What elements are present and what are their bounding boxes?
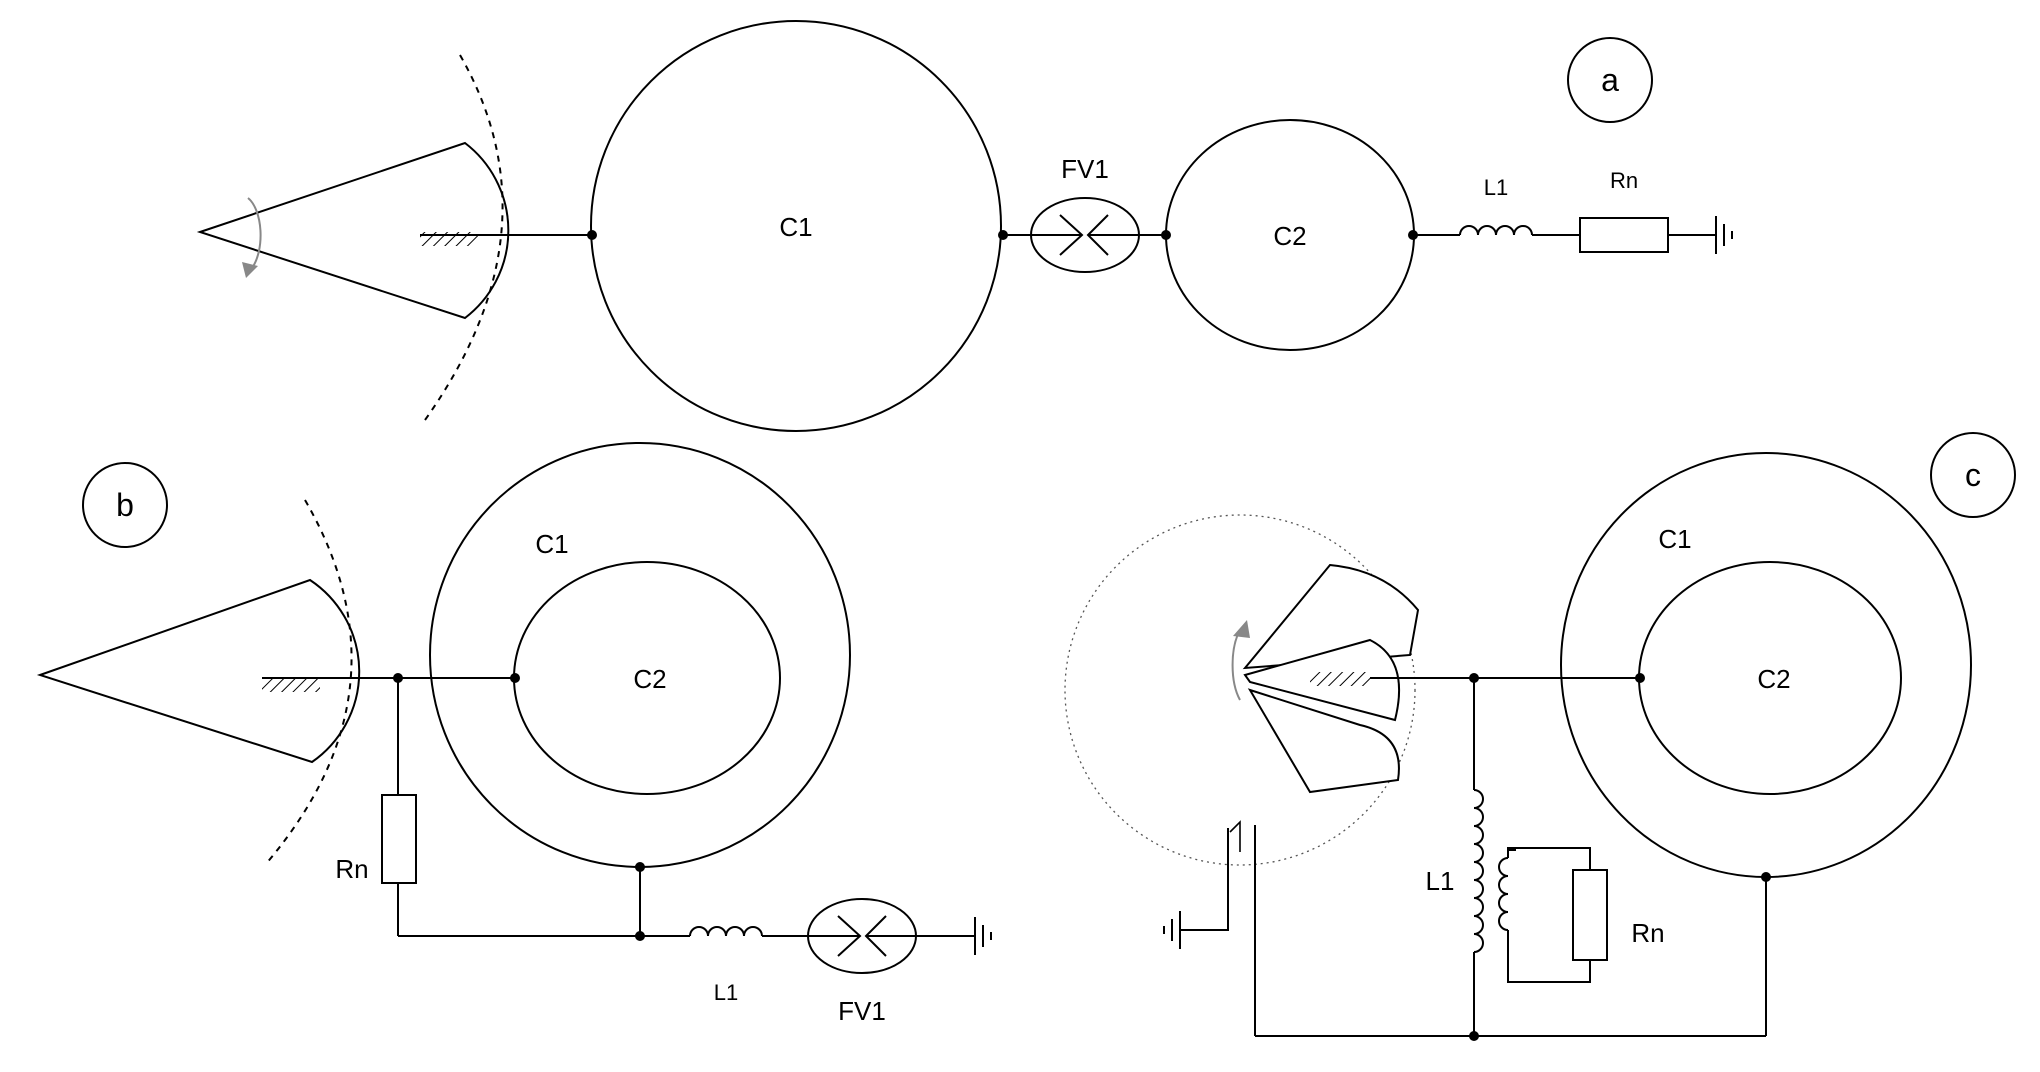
- brush-electrode-c: [1180, 820, 1256, 1036]
- rn-label-b: Rn: [335, 854, 368, 884]
- badge-a-label: a: [1601, 62, 1619, 98]
- badge-c: c: [1930, 432, 2016, 518]
- resistor-rn-b: Rn: [335, 678, 417, 936]
- hatch-b: [262, 678, 320, 692]
- stator-arc-b: [264, 499, 353, 866]
- inductor-l1-a: L1: [1413, 175, 1580, 236]
- rn-label-a: Rn: [1610, 168, 1638, 193]
- rotation-arrow-a: [247, 197, 262, 269]
- hatch-c: [1310, 672, 1370, 686]
- l1-label-a: L1: [1484, 175, 1508, 200]
- c1-label-c: C1: [1658, 524, 1691, 554]
- capacitor-c2-a: C2: [1165, 119, 1415, 351]
- ground-icon-b: [974, 917, 992, 955]
- panel-c: c C1 C2: [1064, 432, 2016, 1041]
- capacitor-c1-a: C1: [590, 20, 1002, 432]
- capacitor-c2-b: C2: [513, 561, 781, 795]
- panel-b: b C1 C2 Rn: [36, 442, 992, 1026]
- rotor-a: [196, 141, 510, 320]
- resistor-rn-a: Rn: [1579, 168, 1716, 253]
- rn-label-c: Rn: [1631, 918, 1664, 948]
- inductor-l1-b: L1: [640, 926, 810, 1005]
- ground-icon-a: [1715, 216, 1733, 254]
- rotation-arrow-c: [1231, 629, 1241, 701]
- spark-gap-fv1-a: FV1: [1030, 154, 1166, 273]
- rotor-b: [36, 578, 361, 764]
- l1-label-c: L1: [1426, 866, 1455, 896]
- stator-arc-a: [424, 54, 504, 421]
- c1-label-a: C1: [779, 212, 812, 242]
- rotor-c: [1231, 563, 1420, 794]
- panel-a: a C1 FV1: [196, 20, 1733, 432]
- c1-label-b: C1: [535, 529, 568, 559]
- fv1-label-a: FV1: [1061, 154, 1109, 184]
- c2-label-a: C2: [1273, 221, 1306, 251]
- transformer-l1-c: L1: [1426, 678, 1509, 1036]
- badge-b-label: b: [116, 487, 134, 523]
- badge-b: b: [82, 462, 168, 548]
- capacitor-c2-c: C2: [1638, 561, 1902, 795]
- ground-icon-c: [1163, 911, 1181, 949]
- c2-label-b: C2: [633, 664, 666, 694]
- l1-label-b: L1: [714, 980, 738, 1005]
- capacitor-c1-b: C1: [429, 442, 851, 868]
- badge-a: a: [1567, 37, 1653, 123]
- badge-c-label: c: [1965, 457, 1981, 493]
- fv1-label-b: FV1: [838, 996, 886, 1026]
- c2-label-c: C2: [1757, 664, 1790, 694]
- spark-gap-fv1-b: FV1: [807, 898, 975, 1026]
- rotor-orbit-c: [1064, 514, 1416, 866]
- resistor-rn-c: Rn: [1507, 847, 1665, 983]
